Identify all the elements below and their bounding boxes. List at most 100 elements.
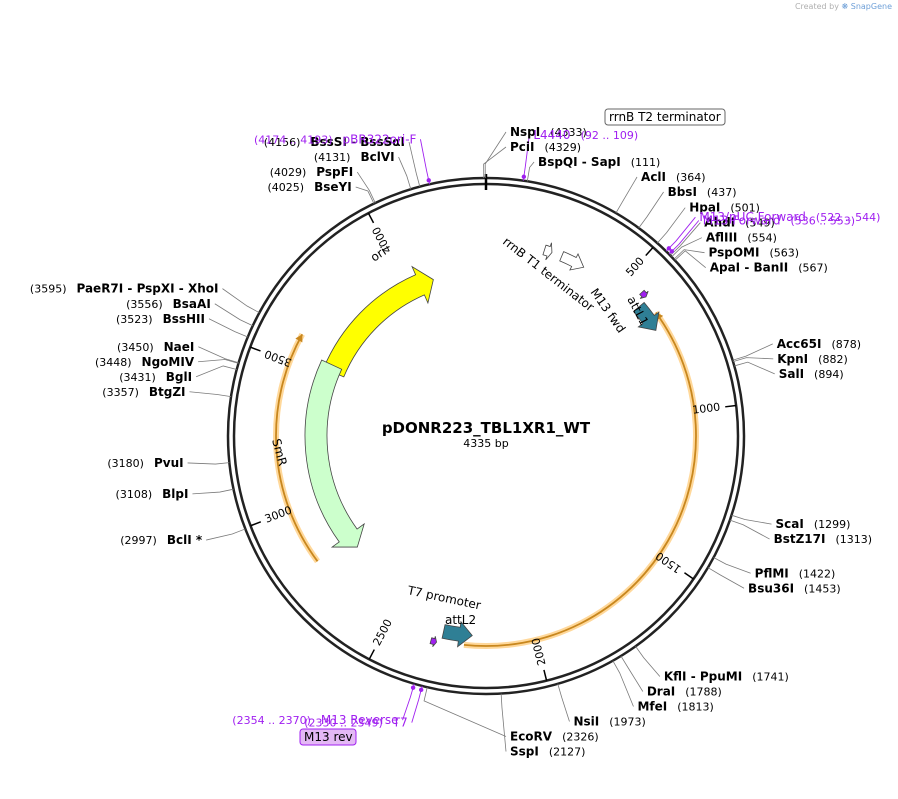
site-leader-line <box>222 288 260 314</box>
site-leader-line <box>483 146 507 179</box>
site-label: PflMI (1422) <box>755 566 836 580</box>
site-name: BbsI <box>668 185 697 199</box>
site-name: PflMI <box>755 566 789 580</box>
site-label: (3108)BlpI <box>116 487 189 501</box>
watermark: Created by ❋ SnapGene <box>795 2 892 11</box>
tick-label: 3000 <box>263 504 294 526</box>
site-position: (2127) <box>549 745 586 758</box>
site-leader-line <box>635 646 661 677</box>
site-name: PspOMI <box>709 246 760 260</box>
site-position: (1813) <box>677 700 714 713</box>
site-label: KpnI(882) <box>777 352 848 366</box>
primer-range: (2330 .. 2349) <box>304 717 383 730</box>
site-leader-line <box>408 141 421 187</box>
site-label: AflIII(554) <box>706 231 777 245</box>
site-label: AclI (364) <box>641 170 706 184</box>
site-name: AhdI <box>704 216 735 230</box>
site-position: (3556) <box>126 298 163 311</box>
primer-label: (2330 .. 2349)T7 <box>304 716 408 730</box>
primer-label: L4440(92 .. 109) <box>533 128 638 142</box>
site-label: SalI(894) <box>779 367 844 381</box>
site-label: NsiI (1973) <box>573 714 645 728</box>
site-label: MfeI (1813) <box>637 699 713 713</box>
site-label: SspI(2127) <box>510 744 585 758</box>
site-label: (3180)PvuI <box>107 456 183 470</box>
primer-range: (92 .. 109) <box>581 129 639 142</box>
site-label: (3556)BsaAI <box>126 297 211 311</box>
site-name: BssSI - BssSαI <box>310 135 405 149</box>
site-label: NspI (4333) <box>510 125 587 139</box>
site-leader-line <box>356 171 376 204</box>
site-name: EcoRV <box>510 729 553 743</box>
site-name: KflI - PpuMI <box>664 669 742 683</box>
site-leader-line <box>398 156 412 190</box>
site-name: BlpI <box>162 487 188 501</box>
site-leader-line <box>671 237 702 258</box>
site-position: (1299) <box>814 518 851 531</box>
site-position: (1422) <box>799 567 836 580</box>
site-position: (894) <box>814 368 844 381</box>
site-label: (3450)NaeI <box>117 340 194 354</box>
site-position: (1973) <box>609 715 646 728</box>
watermark-brand: SnapGene <box>850 2 892 11</box>
site-position: (3357) <box>102 386 139 399</box>
site-leader-line <box>484 131 507 179</box>
site-name: BssHII <box>163 312 205 326</box>
site-name: BclI * <box>167 533 203 547</box>
orf-arc <box>463 311 697 647</box>
site-position: (878) <box>831 338 861 351</box>
m13-fwd-label: M13 fwd <box>588 286 629 336</box>
site-position: (111) <box>631 156 661 169</box>
site-name: MfeI <box>637 699 667 713</box>
site-label: ApaI - BanII(567) <box>710 261 828 275</box>
site-name: NaeI <box>164 340 195 354</box>
site-label: (4131)BclVI <box>314 150 395 164</box>
m13-rev-box <box>299 728 357 746</box>
primer-name: M13 Forward <box>703 214 781 228</box>
feature-rrnb-t2-terminator-arrow <box>542 242 553 261</box>
rrnb-t2-box <box>604 108 726 126</box>
site-name: AclI <box>641 170 666 184</box>
tick-label: 2500 <box>370 617 394 648</box>
rrnb-t2-label: rrnB T2 terminator <box>609 110 721 124</box>
site-position: (882) <box>818 353 848 366</box>
site-position: (1313) <box>835 533 872 546</box>
site-label: (3357)BtgZI <box>102 385 185 399</box>
site-name: DraI <box>647 684 675 698</box>
feature-t7-promoter-arrow <box>429 636 437 648</box>
site-label: ScaI(1299) <box>776 517 851 531</box>
site-leader-line <box>707 567 745 589</box>
site-name: ApaI - BanII <box>710 261 789 275</box>
site-leader-line <box>615 176 638 214</box>
primer-label: (2354 .. 2370)M13 Reverse <box>232 713 398 727</box>
site-position: (364) <box>676 171 706 184</box>
site-name: Bsu36I <box>748 581 794 595</box>
site-label: Acc65I(878) <box>777 337 861 351</box>
site-leader-line <box>355 186 375 204</box>
site-position: (4333) <box>550 126 587 139</box>
site-name: PaeR7I - PspXI - XhoI <box>76 282 218 296</box>
snapgene-logo-icon: ❋ <box>841 2 849 11</box>
site-label: (3448)NgoMIV <box>95 355 195 369</box>
tick-label: 1000 <box>692 400 721 416</box>
site-name: NsiI <box>573 714 599 728</box>
tick-mark <box>368 649 375 660</box>
site-leader-line <box>620 655 644 692</box>
primer-leader-line <box>668 220 700 255</box>
site-label: EcoRV(2326) <box>510 729 599 743</box>
site-leader-line <box>192 488 234 495</box>
primer-site-marker <box>666 246 672 251</box>
primer-site-marker <box>521 174 527 179</box>
site-leader-line <box>214 303 253 327</box>
site-position: (3180) <box>107 457 144 470</box>
feature-attl2-arrow <box>441 620 473 648</box>
site-leader-line <box>674 250 706 268</box>
site-name: NspI <box>510 125 540 139</box>
tick-mark <box>725 404 737 408</box>
site-leader-line <box>732 343 773 361</box>
primer-site-marker <box>426 178 431 183</box>
site-leader-line <box>734 361 775 375</box>
primer-range: (536 .. 553) <box>790 215 855 228</box>
orf-arc <box>275 333 319 562</box>
site-leader-line <box>657 207 686 244</box>
